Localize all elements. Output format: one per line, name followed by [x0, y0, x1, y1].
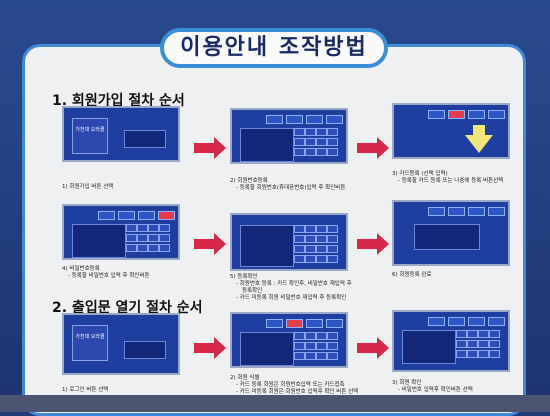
logo-text: 가천대 오라클 — [75, 334, 105, 340]
step-open-2-desc1: - 카드 등록 회원은 회원번호입력 또는 카드접촉 — [236, 382, 345, 388]
step-join-5-desc2: 등록확인 — [242, 288, 263, 294]
arrow-right-icon — [357, 337, 389, 359]
board-title: 이용안내 조작방법 — [160, 28, 388, 68]
step-join-3-title: 3) 카드등록 (선택 입력) — [392, 171, 448, 177]
step-join-1: 1) 회원가입 버튼 선택 — [62, 184, 114, 190]
arrow-right-icon — [194, 337, 226, 359]
button-panel — [124, 130, 166, 148]
arrow-right-icon — [194, 233, 226, 255]
step-join-2-desc: - 등록할 회원번호(휴대폰번호)입력 후 확인버튼 — [236, 185, 346, 191]
kiosk-screen-join-3 — [392, 103, 510, 159]
step-join-5-desc3: - 카드 미등록 회원 비밀번호 재입력 후 등록확인 — [236, 295, 347, 301]
arrow-right-icon — [357, 233, 389, 255]
bottom-edge — [0, 395, 550, 412]
step-join-5-title: 5) 등록확인 — [230, 274, 258, 280]
kiosk-screen-join-6 — [392, 200, 510, 266]
kiosk-screen-join-2 — [230, 108, 348, 164]
step-open-2-title: 2) 회원 식별 — [230, 375, 260, 381]
kiosk-screen-open-2 — [230, 312, 348, 368]
logo-text: 가천대 오라클 — [75, 127, 105, 133]
kiosk-screen-join-1: 가천대 오라클 — [62, 106, 180, 162]
section-join-heading: 1. 회원가입 절차 순서 — [52, 93, 185, 109]
step-join-4-title: 4) 비밀번호등록 — [62, 266, 100, 272]
logo-panel: 가천대 오라클 — [72, 118, 108, 154]
section-open-heading: 2. 출입문 열기 절차 순서 — [52, 300, 203, 316]
step-join-6: 6) 회원등록 완료 — [392, 272, 432, 278]
kiosk-screen-open-1: 가천대 오라클 — [62, 313, 180, 375]
kiosk-screen-join-4 — [62, 204, 180, 260]
step-open-3-desc: - 비밀번호 입력후 확인버튼 선택 — [398, 387, 473, 393]
step-open-3-title: 3) 회원 확인 — [392, 380, 422, 386]
arrow-right-icon — [357, 137, 389, 159]
step-open-2-desc2: - 카드 미등록 회원은 회원번호 입력후 확인 버튼 선택 — [236, 389, 359, 395]
kiosk-screen-open-3 — [392, 310, 510, 372]
step-join-5-desc1: - 회원번호 등록 : 카드 확인후, 비밀번호 재입력 후 — [236, 281, 352, 287]
step-join-2-title: 2) 회원번호등록 — [230, 178, 268, 184]
arrow-right-icon — [194, 137, 226, 159]
arrow-down-icon — [465, 135, 493, 153]
step-join-3-desc: - 등록할 카드 등록 또는 나중에 등록 버튼선택 — [398, 178, 504, 184]
step-open-1: 1) 로그인 버튼 선택 — [62, 387, 109, 393]
step-join-4-desc: - 등록할 비밀번호 입력 후 확인버튼 — [68, 273, 150, 279]
kiosk-screen-join-5 — [230, 213, 348, 271]
